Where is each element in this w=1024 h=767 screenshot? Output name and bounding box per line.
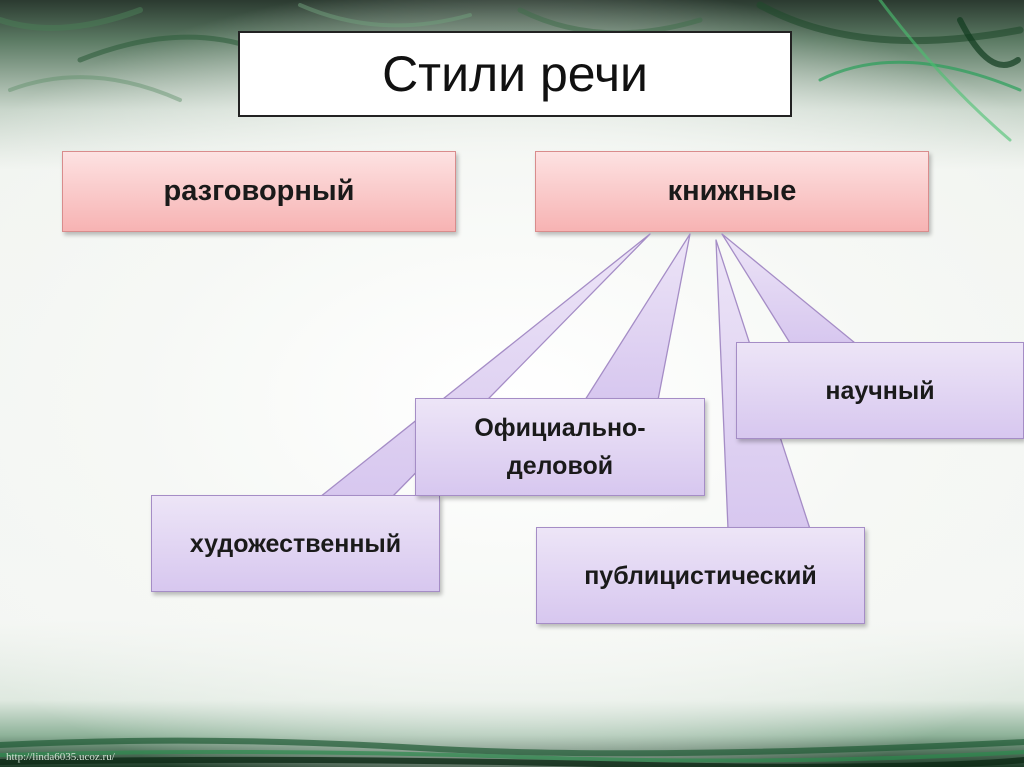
publicistic-style-label: публицистический — [584, 561, 817, 590]
bookish-styles-box: книжные — [535, 151, 929, 232]
colloquial-style-label: разговорный — [163, 175, 355, 207]
callout-pointer-official — [584, 233, 691, 401]
slide-title: Стили речи — [238, 31, 792, 117]
publicistic-style-box: публицистический — [536, 527, 865, 624]
official-style-label: Официально- деловой — [474, 414, 646, 480]
scientific-style-label: научный — [825, 376, 935, 405]
colloquial-style-box: разговорный — [62, 151, 456, 232]
official-style-box: Официально- деловой — [415, 398, 705, 496]
footer-url: http://linda6035.ucoz.ru/ — [6, 751, 115, 763]
scientific-style-box: научный — [736, 342, 1024, 439]
artistic-style-box: художественный — [151, 495, 440, 592]
bookish-styles-label: книжные — [667, 175, 797, 207]
artistic-style-label: художественный — [189, 529, 402, 558]
